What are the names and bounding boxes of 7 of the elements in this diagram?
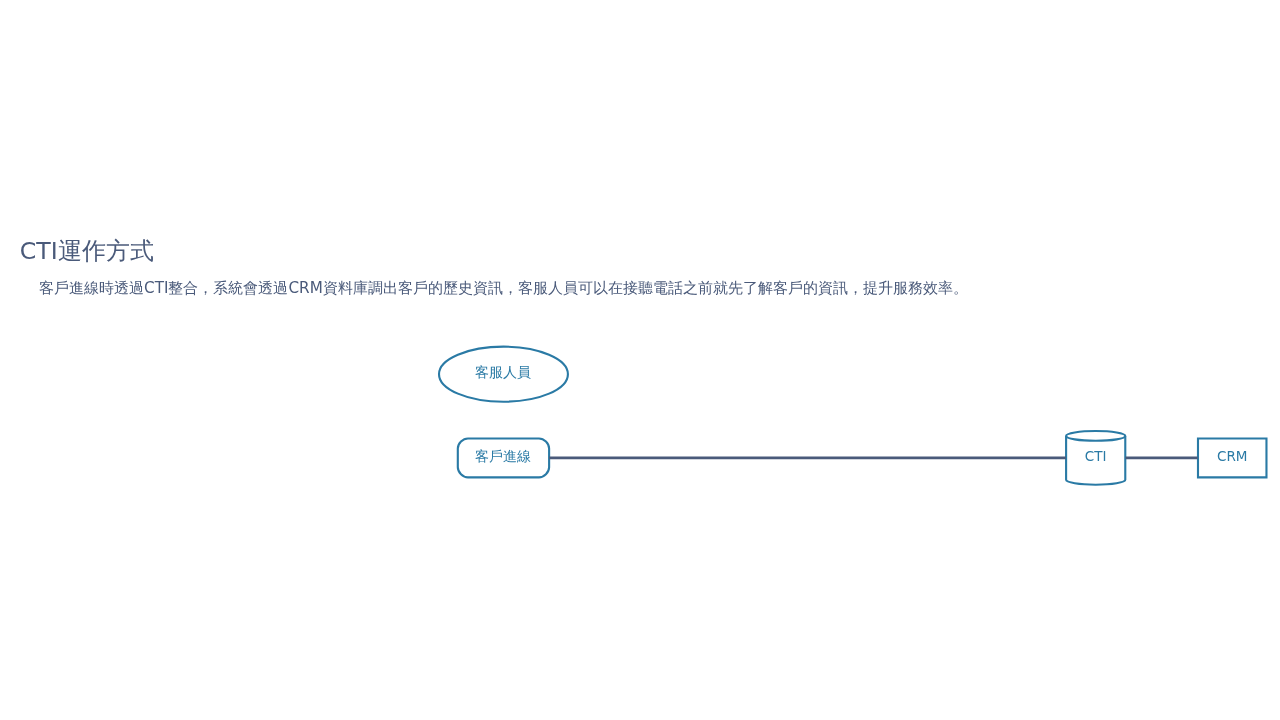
connector xyxy=(1125,456,1198,459)
connector xyxy=(549,456,1066,459)
node-box: CRM xyxy=(1196,436,1268,478)
node-box: 客戶進線 xyxy=(456,436,551,478)
diagram-title: CTI運作方式 xyxy=(19,236,154,265)
caption: 客戶進線時透過CTI整合，系統會透過CRM資料庫調出客戶的歷史資訊，客服人員可以在接聽電話之前就先了解客戶的資訊，提升服務效率。 xyxy=(39,278,968,297)
node-ellipse: 客服人員 xyxy=(437,345,569,403)
